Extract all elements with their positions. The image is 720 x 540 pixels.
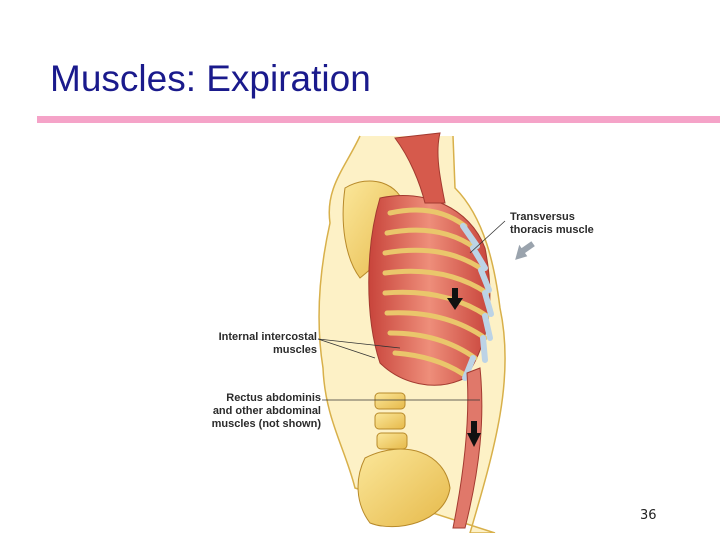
label-rectus-abdominis: Rectus abdominis and other abdominal mus… xyxy=(195,392,321,431)
leader-lines xyxy=(317,220,506,401)
title-divider xyxy=(37,116,720,123)
slide-title: Muscles: Expiration xyxy=(50,58,371,99)
arrow-transversus xyxy=(515,241,535,260)
anatomy-illustration: Transversus thoracis muscle Internal int… xyxy=(195,128,635,534)
rectus-abdominis xyxy=(452,367,483,529)
label-intercostal-line2: muscles xyxy=(272,344,317,356)
label-transversus: Transversus thoracis muscle xyxy=(510,211,594,237)
ribs xyxy=(382,207,490,377)
label-internal-intercostal: Internal intercostal muscles xyxy=(205,331,317,357)
label-transversus-line1: Transversus xyxy=(510,211,575,223)
arrow-abdomen xyxy=(467,421,481,447)
torso-muscles-drawing xyxy=(317,132,535,534)
label-rectus-line3: muscles (not shown) xyxy=(211,418,321,430)
label-transversus-line2: thoracis muscle xyxy=(510,224,594,236)
neck-muscles xyxy=(394,132,446,204)
pelvis xyxy=(357,448,451,528)
label-rectus-line2: and other abdominal xyxy=(212,405,321,417)
arrow-ribs xyxy=(447,288,463,310)
page-number: 36 xyxy=(640,508,657,523)
label-intercostal-line1: Internal intercostal xyxy=(218,331,317,343)
costal-cartilage xyxy=(460,223,494,381)
label-rectus-line1: Rectus abdominis xyxy=(226,392,321,404)
